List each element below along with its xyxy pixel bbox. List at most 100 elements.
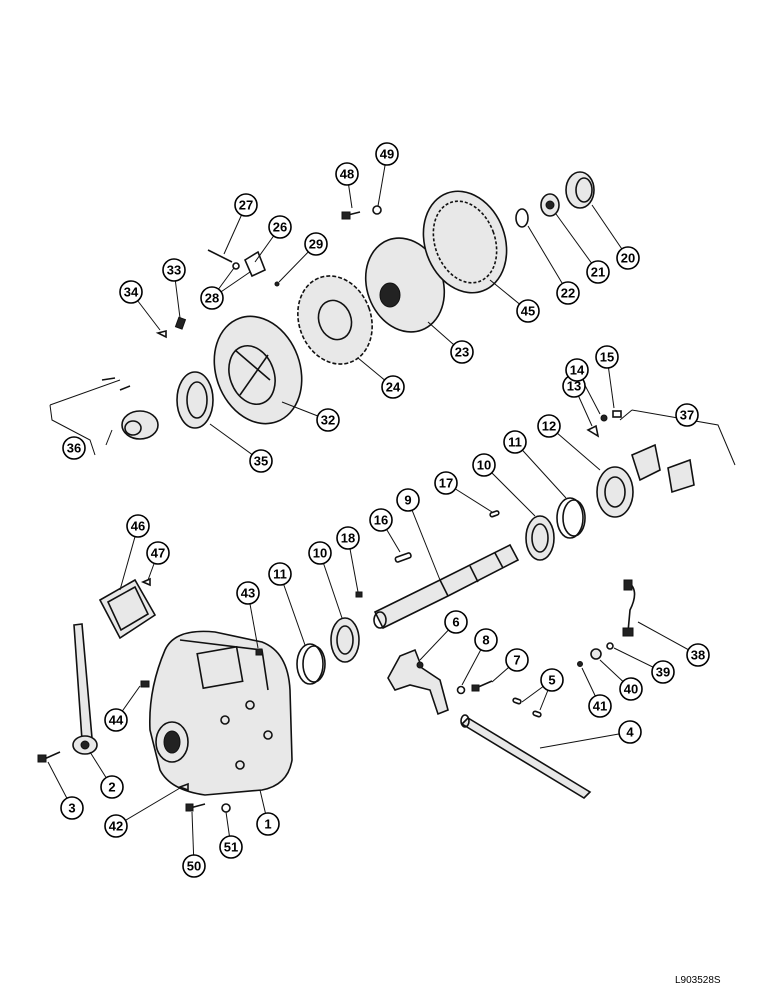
callout-32: 32 xyxy=(316,408,340,432)
svg-text:38: 38 xyxy=(691,648,705,663)
bracket-37-leader xyxy=(619,409,736,466)
bearing-10-upper-part xyxy=(525,515,555,561)
svg-text:4: 4 xyxy=(626,725,634,740)
callout-1: 1 xyxy=(256,812,280,836)
callout-3: 3 xyxy=(60,796,84,820)
housing-part xyxy=(148,630,293,796)
callout-4: 4 xyxy=(618,720,642,744)
callout-10-lower: 10 xyxy=(308,541,332,565)
callout-36: 36 xyxy=(62,436,86,460)
svg-text:40: 40 xyxy=(624,682,638,697)
bearing-10-lower-part xyxy=(330,617,360,663)
callout-18: 18 xyxy=(336,526,360,550)
callout-46: 46 xyxy=(126,514,150,538)
svg-text:50: 50 xyxy=(187,859,201,874)
svg-text:11: 11 xyxy=(273,567,287,582)
pin-34-part xyxy=(155,329,167,339)
svg-text:45: 45 xyxy=(521,304,535,319)
ring-11-lower-part xyxy=(296,643,326,685)
svg-text:51: 51 xyxy=(224,840,238,855)
svg-text:49: 49 xyxy=(380,147,394,162)
callout-12: 12 xyxy=(537,414,561,438)
washer-40-part xyxy=(590,648,602,660)
callout-2: 2 xyxy=(100,775,124,799)
callout-11-upper: 11 xyxy=(503,430,527,454)
svg-text:42: 42 xyxy=(109,819,123,834)
callout-5: 5 xyxy=(540,668,564,692)
seal-ring-part xyxy=(176,371,214,429)
callout-42: 42 xyxy=(104,814,128,838)
svg-text:20: 20 xyxy=(621,251,635,266)
drawing-reference-code: L903528S xyxy=(675,975,721,986)
svg-text:15: 15 xyxy=(600,350,614,365)
callout-11-lower: 11 xyxy=(268,562,292,586)
bolt-15-part xyxy=(612,410,622,418)
ring-11-upper-part xyxy=(556,497,586,539)
svg-text:46: 46 xyxy=(131,519,145,534)
svg-text:41: 41 xyxy=(593,699,607,714)
svg-text:10: 10 xyxy=(477,458,491,473)
clip-13-part xyxy=(586,424,600,438)
pin-18-part xyxy=(355,591,363,598)
callout-15: 15 xyxy=(595,345,619,369)
svg-text:33: 33 xyxy=(167,263,181,278)
lever-part xyxy=(72,623,98,755)
pin-43-part xyxy=(255,648,263,656)
svg-text:1: 1 xyxy=(264,817,271,832)
callout-16: 16 xyxy=(369,508,393,532)
svg-text:43: 43 xyxy=(241,586,255,601)
shift-fork-part xyxy=(387,648,449,716)
screw-7-part xyxy=(471,680,493,692)
release-bearing-part xyxy=(101,377,159,440)
bolt-50-part xyxy=(185,803,206,812)
svg-text:36: 36 xyxy=(67,441,81,456)
main-shaft-part xyxy=(373,543,520,630)
svg-text:28: 28 xyxy=(205,291,219,306)
collar-part xyxy=(596,466,634,518)
callout-27: 27 xyxy=(234,193,258,217)
bracket-36-leader xyxy=(49,379,121,456)
svg-text:27: 27 xyxy=(239,198,253,213)
svg-text:5: 5 xyxy=(548,673,555,688)
svg-text:24: 24 xyxy=(386,380,401,395)
washer-22-part xyxy=(515,208,529,228)
callout-14: 14 xyxy=(565,358,589,382)
svg-text:16: 16 xyxy=(374,513,388,528)
svg-text:26: 26 xyxy=(273,220,287,235)
bolt-3-part xyxy=(37,751,61,763)
callout-50: 50 xyxy=(182,854,206,878)
svg-text:12: 12 xyxy=(542,419,556,434)
svg-text:8: 8 xyxy=(482,633,489,648)
nut-14-part xyxy=(600,414,608,422)
key-16-part xyxy=(394,552,412,563)
callout-45: 45 xyxy=(516,299,540,323)
svg-text:35: 35 xyxy=(254,454,268,469)
callout-37: 37 xyxy=(675,403,699,427)
svg-text:11: 11 xyxy=(508,435,522,450)
washer-49-part xyxy=(372,205,382,215)
nut-39-part xyxy=(606,642,614,650)
washer-28-part xyxy=(232,262,240,270)
svg-text:29: 29 xyxy=(309,237,323,252)
washer-51-part xyxy=(221,803,231,813)
callout-34: 34 xyxy=(119,280,143,304)
callout-39: 39 xyxy=(651,660,675,684)
plug-42-part xyxy=(177,782,189,792)
callout-10-upper: 10 xyxy=(472,453,496,477)
callout-24: 24 xyxy=(381,375,405,399)
bolt-27-part xyxy=(207,249,233,263)
svg-text:21: 21 xyxy=(591,265,605,280)
pin-47-part xyxy=(140,577,151,587)
callout-44: 44 xyxy=(104,708,128,732)
gasket-part xyxy=(98,578,157,640)
nut-21-part xyxy=(540,193,560,217)
callout-8: 8 xyxy=(474,628,498,652)
callout-38: 38 xyxy=(686,643,710,667)
svg-text:48: 48 xyxy=(340,167,354,182)
plug-41-part xyxy=(577,661,583,667)
callout-20: 20 xyxy=(616,246,640,270)
sensor-part xyxy=(622,579,636,637)
svg-text:44: 44 xyxy=(109,713,124,728)
svg-text:18: 18 xyxy=(341,531,355,546)
